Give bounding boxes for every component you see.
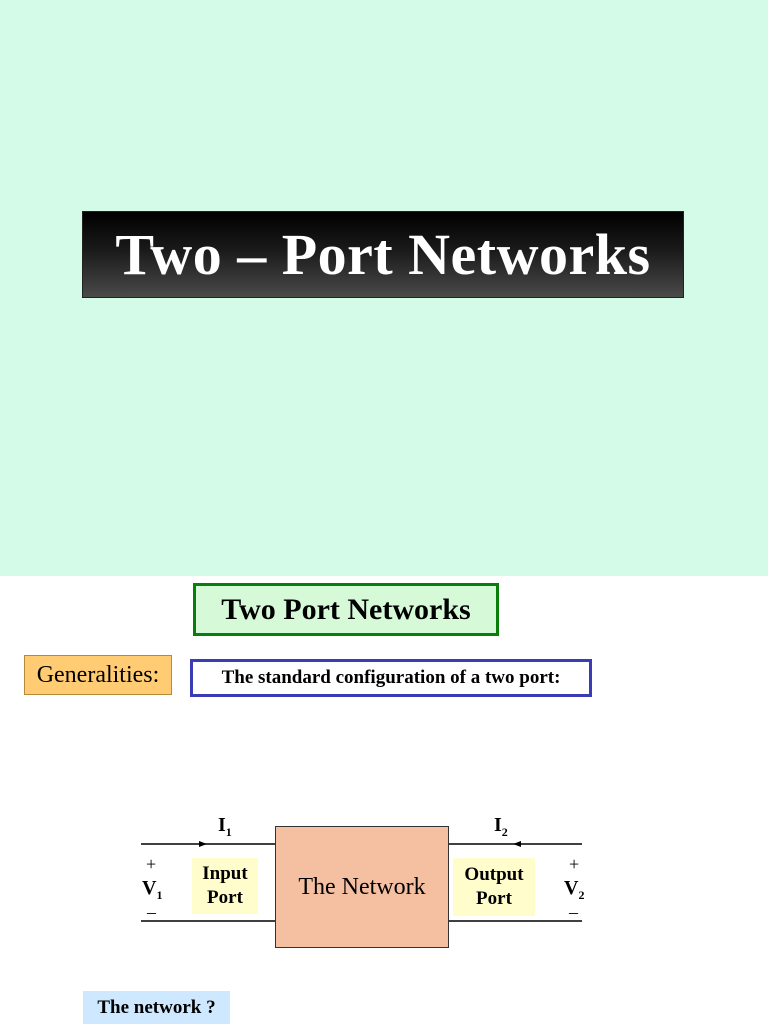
output-port-line1: Output <box>464 864 524 885</box>
generalities-label: Generalities: <box>24 655 172 695</box>
content-slide: Two Port Networks Generalities: The stan… <box>0 576 768 1024</box>
i1-arrow-icon <box>199 841 207 847</box>
input-port-line2: Port <box>207 887 243 908</box>
input-port-line1: Input <box>202 863 248 884</box>
two-port-diagram <box>141 841 582 922</box>
title-slide: Two – Port Networks <box>0 0 768 576</box>
slide-heading: Two Port Networks <box>193 583 499 636</box>
output-port-label: Output Port <box>453 858 535 916</box>
v2-minus-sign: – <box>569 902 578 922</box>
v1-plus-sign: + <box>146 854 157 874</box>
output-port-line2: Port <box>476 888 512 909</box>
voltage-v2-label: V2 <box>564 877 585 902</box>
input-port-label: Input Port <box>192 858 258 914</box>
i2-arrow-icon <box>513 841 521 847</box>
title-banner: Two – Port Networks <box>82 211 684 298</box>
voltage-v1-label: V1 <box>142 877 163 902</box>
current-i2-label: I2 <box>494 814 508 839</box>
v2-plus-sign: + <box>569 854 580 874</box>
network-question-label: The network ? <box>83 991 230 1024</box>
slide-title: Two – Port Networks <box>115 222 651 287</box>
standard-configuration-label: The standard configuration of a two port… <box>190 659 592 697</box>
v1-minus-sign: – <box>147 902 156 922</box>
network-box: The Network <box>275 826 449 948</box>
current-i1-label: I1 <box>218 814 232 839</box>
